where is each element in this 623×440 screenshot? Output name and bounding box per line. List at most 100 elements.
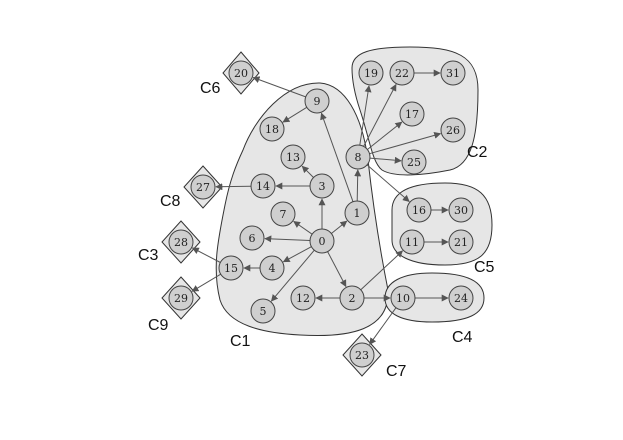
- edge-8-25: [369, 156, 402, 164]
- node-14: 14: [250, 173, 276, 199]
- node-label-5: 5: [260, 305, 267, 318]
- edge-1-8: [354, 169, 362, 202]
- edge-8-17: [367, 121, 403, 150]
- edge-layer: [191, 69, 449, 345]
- edge-0-6: [264, 235, 311, 243]
- node-18: 18: [259, 116, 285, 142]
- node-label-22: 22: [395, 67, 409, 80]
- node-20: 20: [228, 60, 254, 86]
- cluster-labels: C1 C2 C3 C4 C5 C6 C7 C8 C9: [138, 80, 495, 380]
- node-24: 24: [448, 285, 474, 311]
- node-circle-28: [168, 229, 194, 255]
- edge-8-22: [363, 83, 397, 147]
- node-label-6: 6: [249, 232, 256, 245]
- node-circle-4: [259, 255, 285, 281]
- node-label-19: 19: [364, 67, 378, 80]
- node-circle-8: [345, 144, 371, 170]
- cluster-label-c7: C7: [386, 363, 407, 380]
- node-13: 13: [280, 144, 306, 170]
- node-label-12: 12: [296, 292, 310, 305]
- node-circle-26: [440, 117, 466, 143]
- edge-8-19: [359, 85, 372, 146]
- node-label-13: 13: [286, 151, 300, 164]
- node-label-17: 17: [405, 108, 419, 121]
- node-23: 23: [349, 342, 375, 368]
- node-circle-23: [349, 342, 375, 368]
- node-5: 5: [250, 298, 276, 324]
- node-17: 17: [399, 101, 425, 127]
- cluster-label-c5: C5: [474, 259, 495, 276]
- node-label-27: 27: [196, 181, 210, 194]
- node-circle-27: [190, 174, 216, 200]
- node-12: 12: [290, 285, 316, 311]
- node-label-16: 16: [412, 204, 426, 217]
- node-10: 10: [390, 285, 416, 311]
- node-circle-16: [406, 197, 432, 223]
- node-label-23: 23: [355, 349, 369, 362]
- node-label-24: 24: [454, 292, 468, 305]
- node-label-31: 31: [446, 67, 460, 80]
- node-9: 9: [304, 88, 330, 114]
- node-label-9: 9: [314, 95, 321, 108]
- edge-14-27: [215, 183, 252, 191]
- node-29: 29: [168, 285, 194, 311]
- node-21: 21: [448, 229, 474, 255]
- node-19: 19: [358, 60, 384, 86]
- node-label-10: 10: [396, 292, 410, 305]
- edge-0-4: [282, 246, 312, 263]
- edge-1-9: [320, 112, 354, 202]
- node-28: 28: [168, 229, 194, 255]
- node-1: 1: [344, 200, 370, 226]
- node-6: 6: [239, 225, 265, 251]
- edge-9-18: [282, 106, 308, 123]
- edge-15-28: [191, 247, 221, 263]
- node-30: 30: [448, 197, 474, 223]
- edge-10-23: [369, 307, 397, 345]
- node-16: 16: [406, 197, 432, 223]
- node-circle-30: [448, 197, 474, 223]
- node-25: 25: [401, 149, 427, 175]
- node-label-21: 21: [454, 236, 468, 249]
- node-label-29: 29: [174, 292, 188, 305]
- cluster-label-c8: C8: [160, 193, 181, 210]
- node-circle-29: [168, 285, 194, 311]
- node-label-20: 20: [234, 67, 248, 80]
- node-circle-10: [390, 285, 416, 311]
- node-label-1: 1: [354, 207, 361, 220]
- node-8: 8: [345, 144, 371, 170]
- node-27: 27: [190, 174, 216, 200]
- node-15: 15: [218, 255, 244, 281]
- node-label-2: 2: [349, 292, 356, 305]
- node-circle-0: [309, 228, 335, 254]
- node-circle-2: [339, 285, 365, 311]
- edge-0-7: [293, 220, 313, 235]
- edge-0-2: [327, 251, 347, 288]
- node-26: 26: [440, 117, 466, 143]
- node-circle-3: [309, 173, 335, 199]
- edge-0-1: [331, 220, 348, 234]
- node-31: 31: [440, 60, 466, 86]
- node-label-26: 26: [446, 124, 460, 137]
- node-7: 7: [270, 201, 296, 227]
- node-circle-20: [228, 60, 254, 86]
- node-layer: 0123456789101112131415161718192021222324…: [168, 60, 474, 368]
- node-circle-21: [448, 229, 474, 255]
- node-label-15: 15: [224, 262, 238, 275]
- node-circle-11: [399, 229, 425, 255]
- cluster-label-c3: C3: [138, 247, 159, 264]
- edge-15-29: [191, 273, 221, 292]
- node-label-4: 4: [269, 262, 276, 275]
- node-11: 11: [399, 229, 425, 255]
- node-label-7: 7: [280, 208, 287, 221]
- cluster-label-c2: C2: [467, 144, 488, 161]
- node-circle-1: [344, 200, 370, 226]
- node-label-25: 25: [407, 156, 421, 169]
- node-circle-14: [250, 173, 276, 199]
- node-circle-9: [304, 88, 330, 114]
- edge-3-13: [301, 165, 314, 178]
- node-circle-24: [448, 285, 474, 311]
- node-circle-17: [399, 101, 425, 127]
- node-2: 2: [339, 285, 365, 311]
- node-label-14: 14: [256, 180, 270, 193]
